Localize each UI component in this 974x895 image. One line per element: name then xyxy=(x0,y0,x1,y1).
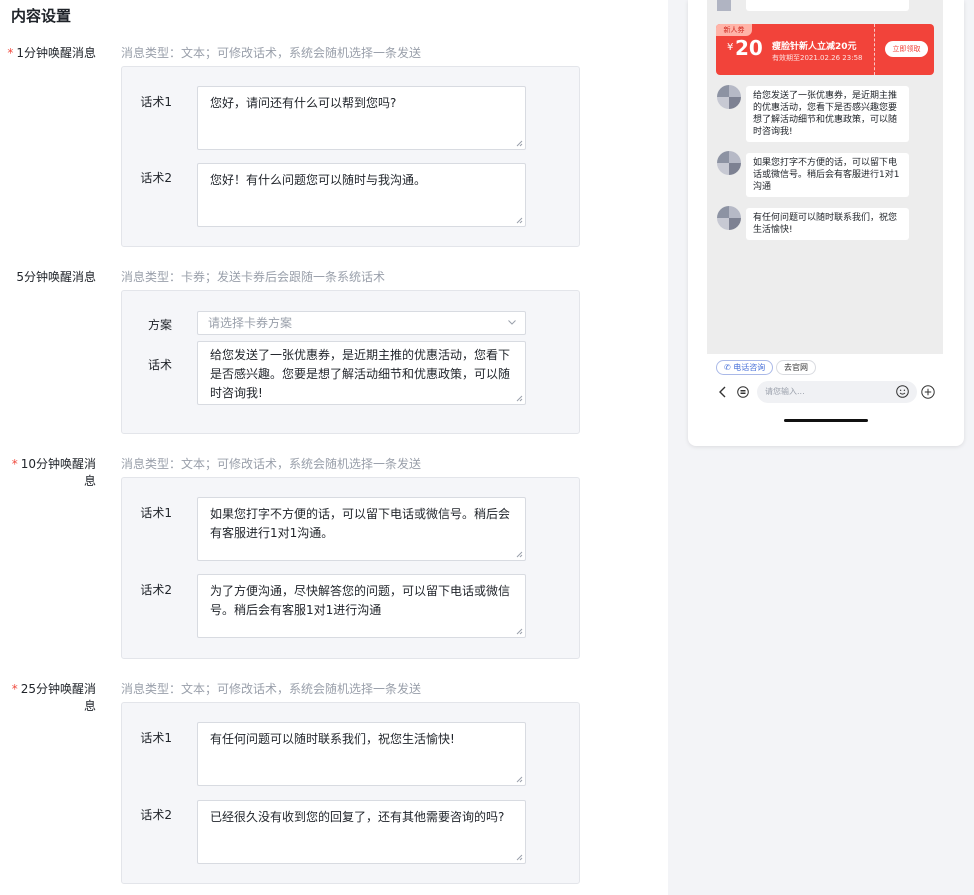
coupon-validity: 有效期至2021.02.26 23:58 xyxy=(772,54,863,62)
plan-label: 方案 xyxy=(147,318,172,332)
avatar xyxy=(717,151,741,175)
row-label-25min: *25分钟唤醒消息 xyxy=(11,682,96,713)
group-1min: 话术1 您好，请问还有什么可以帮到您吗? 话术2 您好！有什么问题您可以随时与我… xyxy=(121,66,580,247)
coupon-currency: ¥ xyxy=(727,42,734,53)
field-label: 话术2 xyxy=(140,171,172,185)
message-input[interactable]: 请您输入... xyxy=(757,381,917,403)
chat-area: 新人券 ¥ 20 瘦脸针新人立减20元 有效期至2021.02.26 23:58… xyxy=(707,0,943,354)
phone-consult-chip[interactable]: ✆ 电话咨询 xyxy=(716,360,774,375)
phone-icon: ✆ xyxy=(724,363,731,372)
section-title: 内容设置 xyxy=(11,7,72,25)
claim-button[interactable]: 立即领取 xyxy=(885,41,928,57)
emoji-icon[interactable] xyxy=(896,385,909,398)
row-hint-5min: 消息类型：卡券；发送卡券后会跟随一条系统话术 xyxy=(121,270,386,284)
script-textarea-1[interactable]: 如果您打字不方便的话，可以留下电话或微信号。稍后会有客服进行1对1沟通。 xyxy=(197,497,526,561)
message-bubble: 给您发送了一张优惠券，是近期主推的优惠活动，您看下是否感兴趣您要想了解活动细节和… xyxy=(746,86,909,142)
group-25min: 话术1 有任何问题可以随时联系我们，祝您生活愉快! 话术2 已经很久没有收到您的… xyxy=(121,702,580,884)
phone-preview: 新人券 ¥ 20 瘦脸针新人立减20元 有效期至2021.02.26 23:58… xyxy=(688,0,964,446)
coupon-title: 瘦脸针新人立减20元 xyxy=(772,42,857,52)
resize-grip-icon[interactable] xyxy=(516,140,523,147)
message-bubble: 如果您打字不方便的话，可以留下电话或微信号。稍后会有客服进行1对1沟通 xyxy=(746,153,909,197)
row-label-5min: 5分钟唤醒消息 xyxy=(16,270,96,284)
script-textarea-1[interactable]: 有任何问题可以随时联系我们，祝您生活愉快! xyxy=(197,722,526,786)
field-label: 话术1 xyxy=(140,506,172,520)
field-label: 话术1 xyxy=(140,95,172,109)
avatar xyxy=(717,206,741,230)
resize-grip-icon[interactable] xyxy=(516,217,523,224)
home-indicator xyxy=(784,419,868,422)
input-placeholder: 请您输入... xyxy=(765,387,805,396)
row-hint-10min: 消息类型：文本；可修改话术，系统会随机选择一条发送 xyxy=(121,457,422,471)
avatar xyxy=(717,0,731,11)
field-label: 话术1 xyxy=(140,731,172,745)
official-site-chip[interactable]: 去官网 xyxy=(776,360,816,375)
resize-grip-icon[interactable] xyxy=(516,854,523,861)
group-5min: 方案 请选择卡券方案 话术 给您发送了一张优惠券，是近期主推的优惠活动，您看下是… xyxy=(121,290,580,434)
required-star: * xyxy=(11,457,18,471)
row-hint-1min: 消息类型：文本；可修改话术，系统会随机选择一条发送 xyxy=(121,46,422,60)
resize-grip-icon[interactable] xyxy=(516,395,523,402)
row-label-1min: *1分钟唤醒消息 xyxy=(7,46,96,60)
field-label: 话术2 xyxy=(140,583,172,597)
chevron-down-icon xyxy=(508,320,516,325)
script-label: 话术 xyxy=(147,358,172,372)
resize-grip-icon[interactable] xyxy=(516,776,523,783)
message-bubble xyxy=(746,0,909,11)
coupon-amount: 20 xyxy=(735,36,763,60)
coupon-card: 新人券 ¥ 20 瘦脸针新人立减20元 有效期至2021.02.26 23:58… xyxy=(716,24,934,75)
coupon-divider xyxy=(874,24,875,75)
script-textarea-2[interactable]: 已经很久没有收到您的回复了，还有其他需要咨询的吗? xyxy=(197,800,526,864)
back-icon[interactable] xyxy=(718,386,727,398)
script-textarea-2[interactable]: 为了方便沟通，尽快解答您的问题，可以留下电话或微信号。稍后会有客服1对1进行沟通 xyxy=(197,574,526,638)
message-bubble: 有任何问题可以随时联系我们，祝您生活愉快! xyxy=(746,208,909,240)
required-star: * xyxy=(11,682,18,696)
required-star: * xyxy=(7,46,14,60)
row-hint-25min: 消息类型：文本；可修改话术，系统会随机选择一条发送 xyxy=(121,682,422,696)
group-10min: 话术1 如果您打字不方便的话，可以留下电话或微信号。稍后会有客服进行1对1沟通。… xyxy=(121,477,580,659)
script-textarea-1[interactable]: 您好，请问还有什么可以帮到您吗? xyxy=(197,86,526,150)
row-label-10min: *10分钟唤醒消息 xyxy=(11,457,96,488)
coupon-script-textarea[interactable]: 给您发送了一张优惠券，是近期主推的优惠活动，您看下是否感兴趣。您要是想了解活动细… xyxy=(197,341,526,405)
avatar xyxy=(717,85,741,109)
content-settings-panel: 内容设置 *1分钟唤醒消息 消息类型：文本；可修改话术，系统会随机选择一条发送 … xyxy=(0,0,668,895)
script-textarea-2[interactable]: 您好！有什么问题您可以随时与我沟通。 xyxy=(197,163,526,227)
add-icon[interactable] xyxy=(921,385,935,399)
resize-grip-icon[interactable] xyxy=(516,551,523,558)
coupon-tag: 新人券 xyxy=(716,24,752,36)
menu-icon[interactable] xyxy=(737,386,749,398)
coupon-plan-select[interactable]: 请选择卡券方案 xyxy=(197,311,526,335)
field-label: 话术2 xyxy=(140,808,172,822)
resize-grip-icon[interactable] xyxy=(516,628,523,635)
